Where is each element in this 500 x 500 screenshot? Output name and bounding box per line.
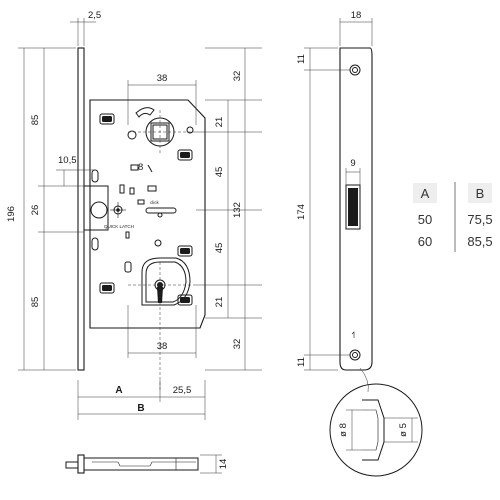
click-label: click — [150, 200, 159, 205]
table-cell-a2: 60 — [418, 234, 432, 249]
dim-b: B — [137, 403, 144, 414]
dim-face-length: 174 — [296, 204, 307, 220]
table-cell-b1: 75,5 — [467, 212, 492, 227]
dimension-table — [413, 182, 492, 252]
side-view — [65, 454, 222, 474]
top-slot — [135, 107, 155, 118]
lock-body — [89, 99, 206, 329]
body-screw-holes — [99, 113, 193, 306]
dim-detail-inner: ø 5 — [398, 423, 409, 437]
dim-latch-slot-width: 9 — [350, 158, 355, 169]
table-header-b: B — [476, 186, 485, 201]
table-cell-b2: 85,5 — [467, 234, 492, 249]
mechanism-details — [91, 164, 177, 273]
table-cell-a1: 50 — [418, 212, 432, 227]
dim-a: A — [115, 385, 122, 396]
dim-top-offset: 32 — [232, 71, 243, 82]
dim-latch-height-top: 85 — [30, 115, 41, 126]
latch-bolt — [83, 185, 126, 231]
dim-small-8: 8 — [138, 162, 143, 173]
faceplate-dimensions — [304, 18, 373, 371]
dim-square-to-center: 45 — [214, 167, 225, 178]
dim-total-height: 196 — [6, 206, 17, 222]
dim-face-hole-bottom: 11 — [296, 357, 307, 367]
dim-key-offset: 21 — [214, 297, 225, 308]
table-header-a: A — [421, 186, 430, 201]
dim-25-5: 25,5 — [173, 385, 192, 396]
dim-latch-offset: 10,5 — [58, 155, 77, 166]
dim-latch-height-bottom: 85 — [30, 297, 41, 308]
dim-latch-width: 26 — [30, 205, 41, 216]
faceplate-side — [339, 47, 373, 371]
dim-detail-outer: ø 8 — [338, 423, 349, 437]
dim-face-hole-top: 11 — [296, 54, 307, 64]
dim-backset-bottom: 38 — [157, 341, 168, 352]
dim-face-width: 18 — [351, 10, 362, 21]
quick-latch-label: QUICK LATCH — [104, 224, 134, 229]
dim-square-offset: 21 — [214, 117, 225, 128]
dim-overall-132: 132 — [232, 202, 243, 218]
dim-side-height: 14 — [218, 459, 229, 470]
dim-center-to-key: 45 — [214, 243, 225, 254]
dim-bottom-offset: 32 — [232, 339, 243, 350]
center-lines — [128, 110, 196, 390]
detail-view — [329, 367, 423, 477]
dim-faceplate-thickness: 2,5 — [88, 10, 101, 21]
front-dimensions — [18, 18, 262, 420]
faceplate-front — [77, 47, 85, 371]
dim-backset-top: 38 — [157, 73, 168, 84]
